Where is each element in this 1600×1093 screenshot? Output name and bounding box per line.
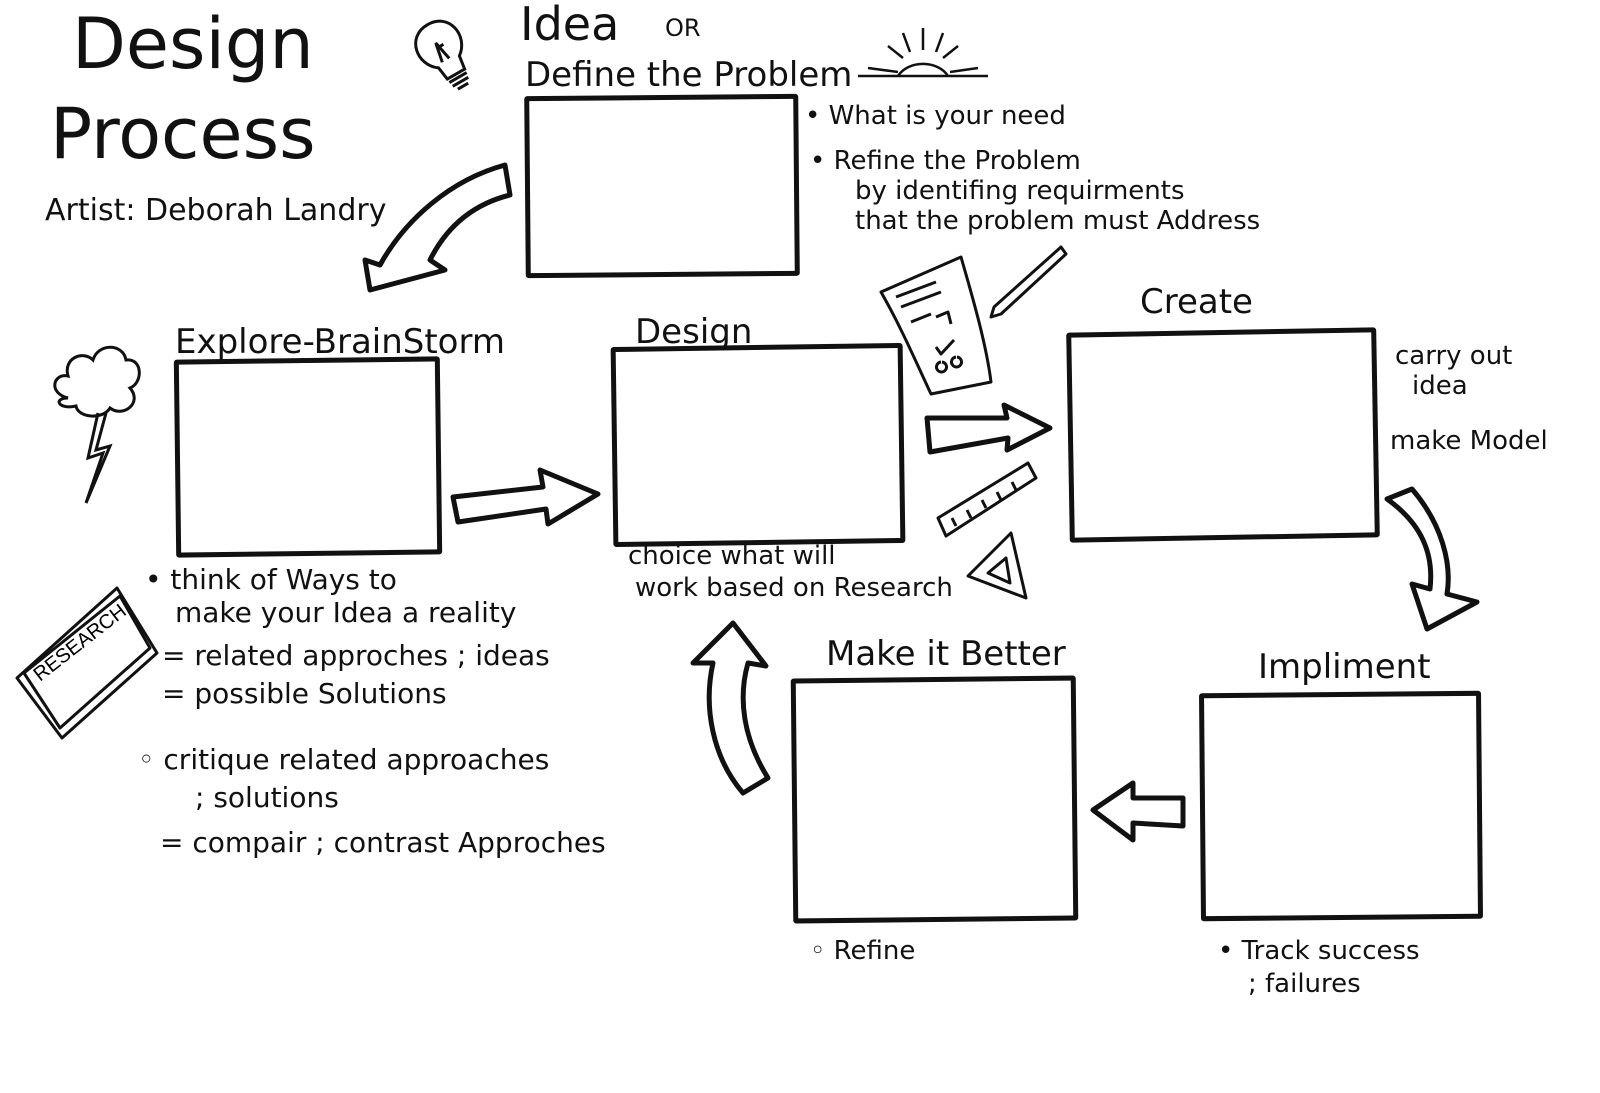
heading-design: Design: [635, 312, 753, 352]
heading-or: OR: [665, 14, 701, 42]
sun-icon: [858, 28, 988, 78]
define-note-2: • Refine the Problem: [810, 146, 1081, 176]
arrow-to-explore-icon: [362, 162, 513, 293]
lightbulb-icon: [414, 19, 470, 91]
create-note-1: carry out: [1395, 341, 1513, 371]
explore-note-5: ◦ critique related approaches: [138, 743, 550, 776]
create-box: [1066, 327, 1380, 543]
heading-create: Create: [1140, 282, 1253, 322]
implement-note-1: • Track success: [1218, 936, 1420, 966]
title-line-1: Design: [72, 3, 314, 85]
arrow-back-to-design-icon: [690, 620, 771, 796]
artist-credit: Artist: Deborah Landry: [45, 193, 387, 228]
explore-note-1: • think of Ways to: [145, 563, 397, 596]
heading-implement: Impliment: [1258, 647, 1431, 687]
define-note-4: that the problem must Address: [855, 206, 1261, 236]
arrow-to-implement-icon: [1384, 486, 1480, 632]
design-note-1: choice what will: [628, 541, 836, 571]
explore-note-6: ; solutions: [195, 781, 339, 814]
improve-note-1: ◦ Refine: [810, 936, 916, 966]
create-note-3: make Model: [1390, 426, 1548, 456]
explore-note-4: = possible Solutions: [162, 677, 447, 710]
define-note-1: • What is your need: [805, 101, 1066, 131]
design-note-2: work based on Research: [635, 573, 953, 603]
heading-idea: Idea: [520, 0, 620, 51]
arrow-to-design-icon: [450, 467, 601, 527]
explore-box: [173, 356, 443, 558]
checklist-paper-icon: [879, 245, 1068, 396]
explore-note-7: = compair ; contrast Approches: [160, 826, 606, 859]
explore-note-3: = related approches ; ideas: [162, 639, 550, 672]
explore-note-2: make your Idea a reality: [175, 596, 517, 629]
make-it-better-box: [790, 675, 1079, 924]
title-line-2: Process: [50, 93, 316, 175]
research-book-icon: RESEARCH: [15, 586, 159, 740]
create-note-2: idea: [1412, 371, 1468, 401]
implement-box: [1199, 690, 1483, 922]
heading-define-problem: Define the Problem: [525, 55, 853, 95]
arrow-to-create-icon: [924, 402, 1053, 455]
define-note-3: by identifing requirments: [855, 176, 1185, 206]
define-problem-box: [524, 93, 800, 279]
storm-cloud-icon: [53, 345, 141, 504]
arrow-to-improve-icon: [1090, 780, 1186, 843]
heading-explore: Explore-BrainStorm: [175, 322, 505, 362]
heading-make-it-better: Make it Better: [826, 634, 1066, 674]
ruler-and-triangle-icon: [936, 461, 1038, 600]
implement-note-2: ; failures: [1248, 969, 1361, 999]
design-box: [610, 342, 906, 548]
